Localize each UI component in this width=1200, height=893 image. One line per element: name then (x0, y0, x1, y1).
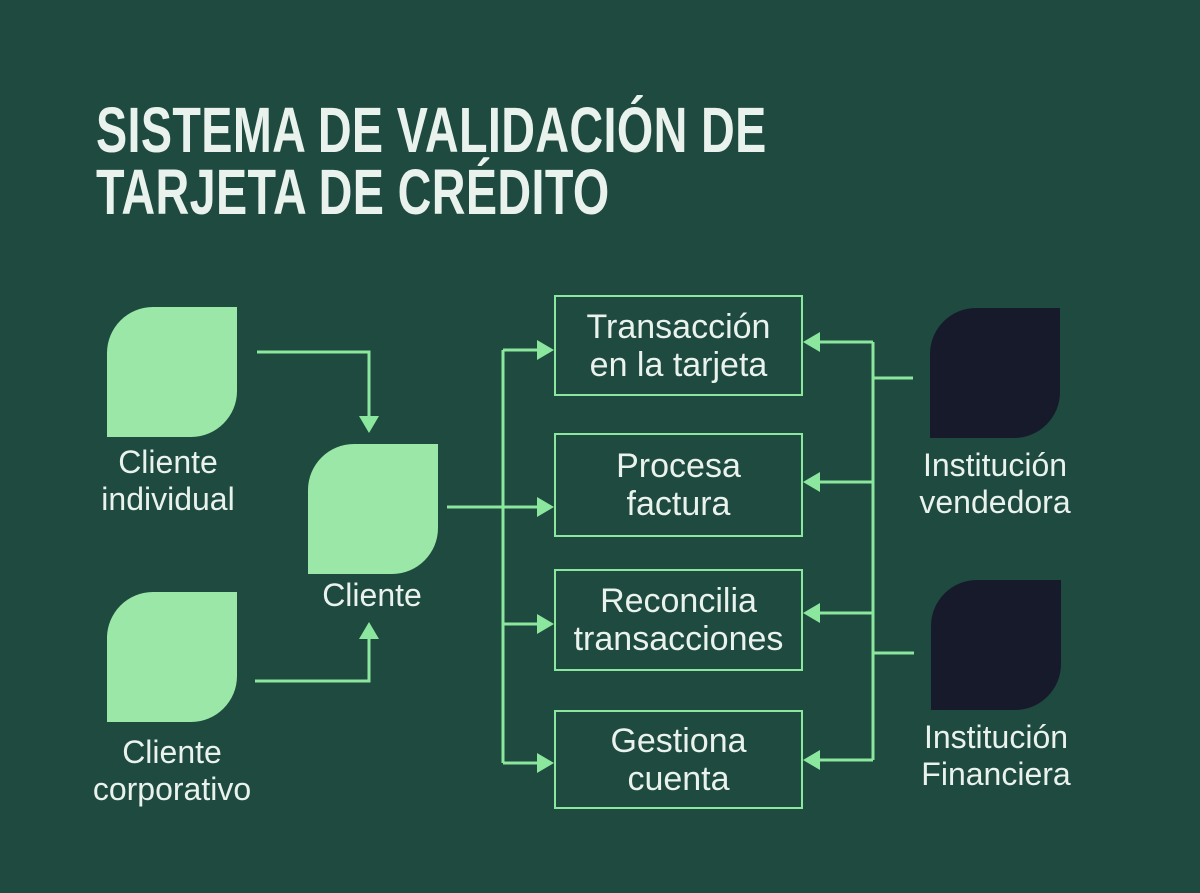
use-case-reconcilia-label: Reconcilia transacciones (573, 582, 784, 658)
use-case-reconcilia-box: Reconcilia transacciones (554, 569, 803, 671)
arrowhead-down-icon (359, 416, 379, 433)
page-title-line2: TARJETA DE CRÉDITO (96, 156, 610, 228)
arrowhead-right-icon (537, 753, 554, 773)
connector-individual-to-cliente (257, 350, 371, 416)
arrowhead-right-icon (537, 614, 554, 634)
institucion-vendedora-node (930, 308, 1060, 438)
use-case-gestiona-cuenta-label: Gestiona cuenta (610, 721, 747, 798)
page-title: SISTEMA DE VALIDACIÓN DE TARJETA DE CRÉD… (96, 94, 767, 228)
institucion-vendedora-label: Institución vendedora (919, 447, 1071, 520)
arrowhead-left-icon (803, 603, 820, 623)
arrowhead-right-icon (537, 340, 554, 360)
use-case-transaccion-label: Transacción en la tarjeta (586, 307, 771, 384)
page-title-line1: SISTEMA DE VALIDACIÓN DE (96, 94, 767, 166)
use-case-gestiona-cuenta-box: Gestiona cuenta (554, 710, 803, 809)
cliente-label: Cliente (322, 577, 422, 613)
cliente-individual-label: Cliente individual (101, 444, 235, 517)
arrowhead-right-icon (537, 497, 554, 517)
use-case-transaccion-box: Transacción en la tarjeta (554, 295, 803, 396)
institucion-financiera-label: Institución Financiera (921, 719, 1071, 792)
connector-corporativo-to-cliente (255, 639, 371, 683)
cliente-corporativo-node (107, 592, 237, 722)
use-case-procesa-factura-label: Procesa factura (616, 447, 741, 523)
arrowhead-left-icon (803, 472, 820, 492)
use-case-procesa-factura-box: Procesa factura (554, 433, 803, 537)
arrowhead-up-icon (359, 622, 379, 639)
cliente-node (308, 444, 438, 574)
institucion-financiera-node (931, 580, 1061, 710)
cliente-corporativo-label: Cliente corporativo (92, 734, 252, 807)
arrowhead-left-icon (803, 750, 820, 770)
arrowhead-left-icon (803, 332, 820, 352)
cliente-individual-node (107, 307, 237, 437)
